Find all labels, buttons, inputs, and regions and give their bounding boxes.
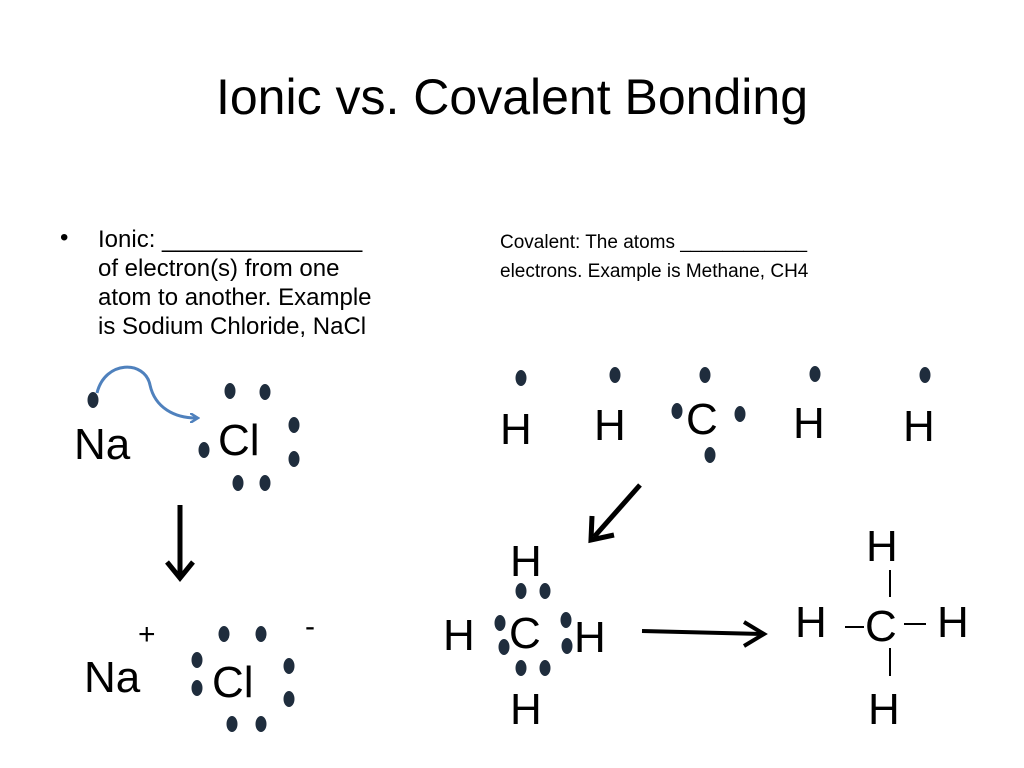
electron-dot xyxy=(288,417,300,433)
positive-charge: + xyxy=(138,618,156,651)
methane-dot-h-bottom: H xyxy=(510,685,542,734)
electron-dot xyxy=(87,392,99,408)
right-arrow-icon xyxy=(641,620,768,648)
electron-dot xyxy=(255,626,267,642)
methane-dot-h-top: H xyxy=(510,537,542,586)
electron-dot xyxy=(259,475,271,491)
electron-dot xyxy=(283,658,295,674)
diagonal-arrow-icon xyxy=(588,483,642,544)
methane-dot-h-left: H xyxy=(443,611,475,660)
electron-dot xyxy=(498,639,510,655)
methane-dot-carbon: C xyxy=(509,609,541,658)
carbon-atom-label: C xyxy=(686,395,718,444)
electron-transfer-arrow xyxy=(95,365,196,418)
electron-dot xyxy=(494,615,506,631)
covalent-line-2: electrons. Example is Methane, CH4 xyxy=(500,261,809,282)
methane-dot-h-right: H xyxy=(574,613,606,662)
ionic-line-4: is Sodium Chloride, NaCl xyxy=(98,313,367,340)
structural-carbon: C xyxy=(865,602,897,651)
electron-dot xyxy=(288,451,300,467)
electron-dot xyxy=(515,660,527,676)
negative-charge: - xyxy=(305,610,315,643)
electron-dot xyxy=(699,367,711,383)
slide-title: Ionic vs. Covalent Bonding xyxy=(215,69,809,125)
electron-dot xyxy=(224,383,236,399)
electron-dot xyxy=(515,583,527,599)
covalent-description: Covalent: The atoms ____________ electro… xyxy=(500,228,920,286)
electron-dot xyxy=(191,680,203,696)
structural-h-left: H xyxy=(795,598,827,647)
electron-dot xyxy=(191,652,203,668)
electron-dot xyxy=(232,475,244,491)
structural-h-right: H xyxy=(937,598,969,647)
hydrogen-atom-label-4: H xyxy=(903,402,935,451)
down-arrow-icon xyxy=(165,505,195,582)
ionic-description: Ionic: _______________ of electron(s) fr… xyxy=(98,225,458,341)
ionic-line-1: Ionic: _______________ xyxy=(98,226,363,253)
electron-dot xyxy=(919,367,931,383)
hydrogen-atom-label-1: H xyxy=(500,405,532,454)
electron-dot xyxy=(809,366,821,382)
structural-h-bottom: H xyxy=(868,685,900,734)
electron-dot xyxy=(255,716,267,732)
hydrogen-atom-label-3: H xyxy=(793,399,825,448)
electron-dot xyxy=(259,384,271,400)
electron-dot xyxy=(704,447,716,463)
sodium-atom-label: Na xyxy=(74,420,131,469)
sodium-ion-label: Na xyxy=(84,653,141,702)
electron-dot xyxy=(198,442,210,458)
ionic-line-2: of electron(s) from one xyxy=(98,255,340,282)
electron-dots xyxy=(87,366,931,732)
ionic-line-3: atom to another. Example xyxy=(98,284,372,311)
electron-dot xyxy=(561,638,573,654)
electron-dot xyxy=(609,367,621,383)
electron-dot xyxy=(560,612,572,628)
electron-dot xyxy=(539,583,551,599)
electron-dot xyxy=(218,626,230,642)
electron-dot xyxy=(539,660,551,676)
electron-dot xyxy=(671,403,683,419)
hydrogen-atom-label-2: H xyxy=(594,401,626,450)
chloride-ion-label: Cl xyxy=(212,658,254,707)
electron-dot xyxy=(515,370,527,386)
bullet-point: • xyxy=(60,224,69,251)
electron-dot xyxy=(283,691,295,707)
chlorine-atom-label: Cl xyxy=(218,416,260,465)
electron-dot xyxy=(226,716,238,732)
structural-bonds xyxy=(845,570,926,676)
covalent-line-1: Covalent: The atoms ____________ xyxy=(500,232,808,253)
electron-dot xyxy=(734,406,746,422)
structural-h-top: H xyxy=(866,522,898,571)
